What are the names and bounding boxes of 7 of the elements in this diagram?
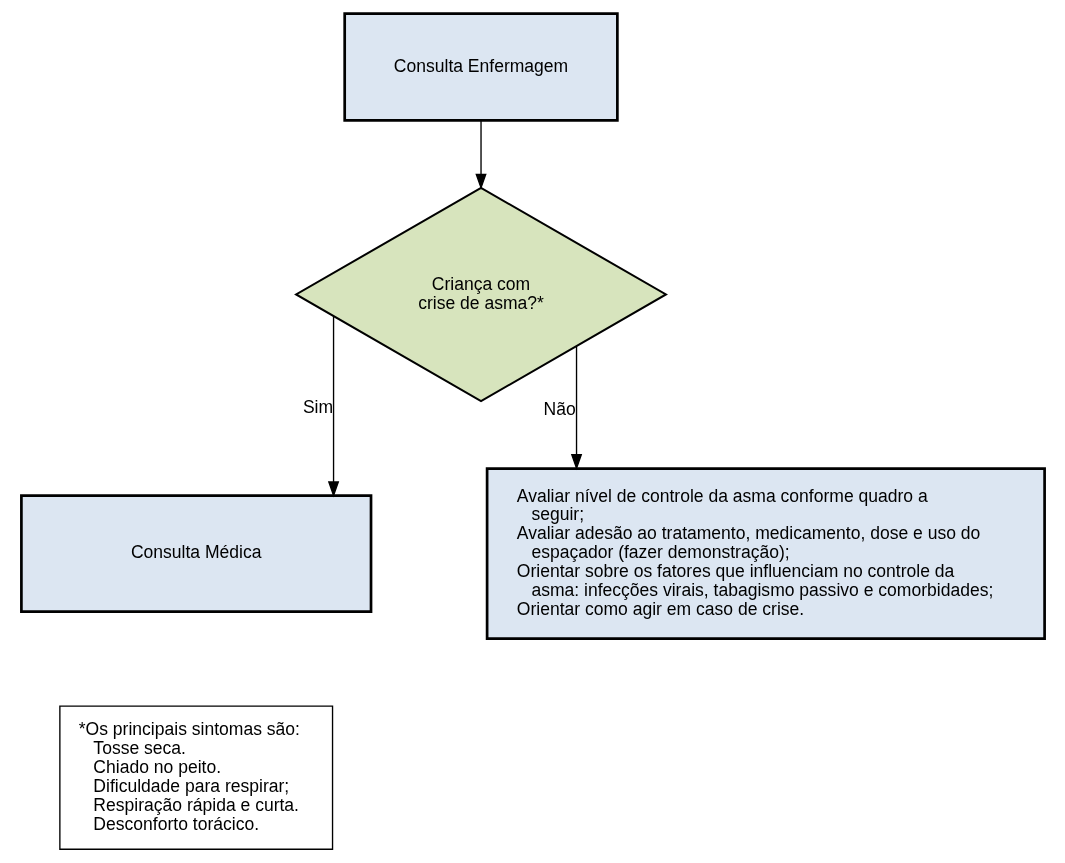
arrow	[570, 345, 582, 471]
node-box: *Os principais sintomas são: Tosse seca. Chiado no peito. Dificuldade para respirar; Respiração rápida e curta. Desconforto torácico.	[58, 705, 333, 850]
node-box: Avaliar nível de controle da asma conforme quadro a seguir; Avaliar adesão ao tratamento, medicamento, dose e uso do espaçador (fazer demonstração); Orientar sobre os fatores que influenciam no controle da asma: infecções virais, tabagismo passivo e comorbidades; Orientar como agir em caso de crise.	[485, 467, 1046, 641]
node-box: Consulta Enfermagem	[342, 12, 619, 122]
arrow	[474, 119, 487, 190]
node-box: Consulta Médica	[19, 494, 372, 614]
arrow	[327, 315, 339, 498]
